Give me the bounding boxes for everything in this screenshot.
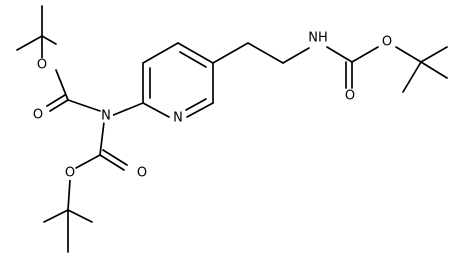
bond-nh-to-c-right <box>326 46 353 63</box>
bond-tbu3-methyl-right <box>420 61 448 79</box>
bond-c-bottom-to-o <box>75 154 101 169</box>
svg-text:O: O <box>345 89 355 104</box>
atom-o-ester-top: O <box>35 58 49 73</box>
bond-ring-to-ch2 <box>212 42 249 64</box>
svg-text:O: O <box>137 166 147 181</box>
atom-o-carbonyl-right: O <box>343 89 357 104</box>
svg-text:N: N <box>101 109 111 124</box>
bond-ch2-to-ch2 <box>247 42 284 64</box>
atom-o-ester-bottom: O <box>63 166 77 181</box>
bond-n-to-c-bottom <box>99 121 105 156</box>
atom-n-ring: N <box>171 111 185 126</box>
svg-text:N: N <box>173 111 183 126</box>
atom-nh: NH <box>306 30 332 46</box>
bond-ring-n1-c2 <box>142 102 170 118</box>
bond-tbu3-methyl-bottom <box>402 61 422 93</box>
bond-o-to-tbu3 <box>395 46 422 63</box>
bond-ring-c3-c4 <box>142 42 179 64</box>
bond-ring-c6-n1 <box>186 102 214 118</box>
bond-tbu1-methyl-right <box>41 35 57 45</box>
bond-ch2-to-nh <box>282 47 310 64</box>
bond-tbu3-methyl-top <box>420 46 448 63</box>
bond-tbu2-methyl-left <box>43 209 69 223</box>
bond-tbu2-methyl-right <box>67 209 93 223</box>
bond-c-bottom-carbonyl-a <box>99 154 125 171</box>
svg-text:O: O <box>65 166 75 181</box>
bond-c-top-carbonyl-b <box>46 94 66 107</box>
atom-labels: O O N O O N NH O <box>31 30 394 181</box>
bond-ring-c4-c5 <box>177 42 214 64</box>
bond-o-to-c-top <box>55 69 69 101</box>
bonds <box>16 5 448 253</box>
bond-ring-inner-c4-c5 <box>179 51 207 68</box>
bond-c-top-to-n <box>67 99 101 112</box>
svg-text:O: O <box>37 58 47 73</box>
bond-n-to-ring <box>110 102 144 117</box>
atom-o-carbonyl-top: O <box>31 108 45 123</box>
svg-text:O: O <box>382 35 392 50</box>
bond-o-to-tbu2 <box>67 179 71 211</box>
atom-o-carbonyl-bottom: O <box>135 166 149 181</box>
svg-text:NH: NH <box>308 31 328 46</box>
atom-n-central: N <box>99 109 113 124</box>
bond-c-bottom-carbonyl-b <box>102 149 128 166</box>
bond-tbu1-methyl-left <box>16 35 43 51</box>
bond-ring-inner-c6-n1 <box>185 98 207 111</box>
atom-o-ester-right: O <box>380 35 394 50</box>
bond-c-right-to-o <box>351 46 379 63</box>
bond-c-top-carbonyl-a <box>49 99 69 112</box>
svg-text:O: O <box>33 108 43 123</box>
